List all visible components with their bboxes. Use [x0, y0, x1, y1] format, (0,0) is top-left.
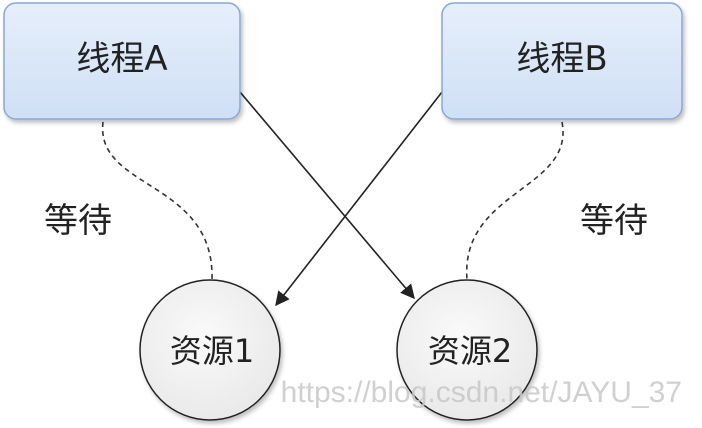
thread-b-label: 线程B: [516, 39, 607, 79]
resource-1-node: 资源1: [139, 279, 281, 421]
resource-2-node: 资源2: [396, 279, 538, 421]
arrow-thread-b-to-resource-1: [275, 91, 443, 307]
thread-b-node: 线程B: [441, 2, 683, 120]
arrow-thread-a-to-resource-2: [239, 91, 415, 300]
wait-line-left: [102, 121, 213, 281]
resource-2-label: 资源2: [428, 332, 512, 370]
wait-label-right: 等待: [580, 201, 648, 241]
watermark-text: https://blog.csdn.net/JAYU_37: [281, 376, 682, 409]
wait-label-left: 等待: [44, 201, 112, 241]
thread-a-node: 线程A: [3, 2, 241, 120]
thread-a-label: 线程A: [76, 39, 167, 79]
resource-1-label: 资源1: [170, 332, 254, 370]
wait-line-right: [466, 121, 564, 281]
